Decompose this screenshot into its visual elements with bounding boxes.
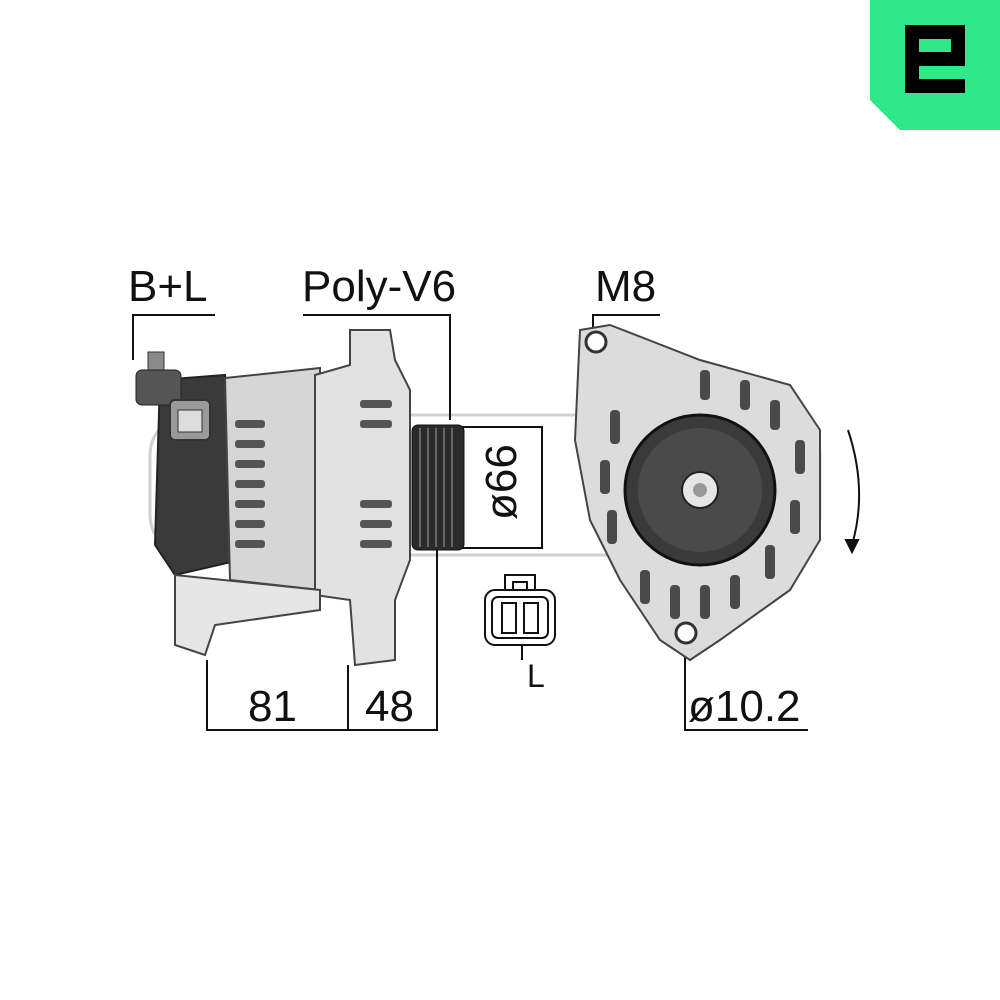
terminal-label: B+L [128, 262, 208, 311]
connector-label: L [527, 658, 545, 694]
alternator-front-view [573, 323, 821, 662]
rotation-arrow-icon [844, 429, 861, 555]
alternator-side-view [135, 329, 465, 667]
hole-diameter-label: ø10.2 [688, 682, 801, 731]
dimension-lines [132, 314, 808, 731]
pulley-type-label: Poly-V6 [302, 262, 457, 311]
dimension-b-label: 48 [365, 682, 414, 731]
thread-label: M8 [595, 262, 657, 311]
dimension-a-label: 81 [248, 682, 297, 731]
connector-plug-icon [484, 574, 556, 660]
brand-logo [870, 0, 1000, 130]
pulley-diameter-label: ø66 [477, 444, 526, 520]
brand-logo-icon [870, 0, 1000, 130]
